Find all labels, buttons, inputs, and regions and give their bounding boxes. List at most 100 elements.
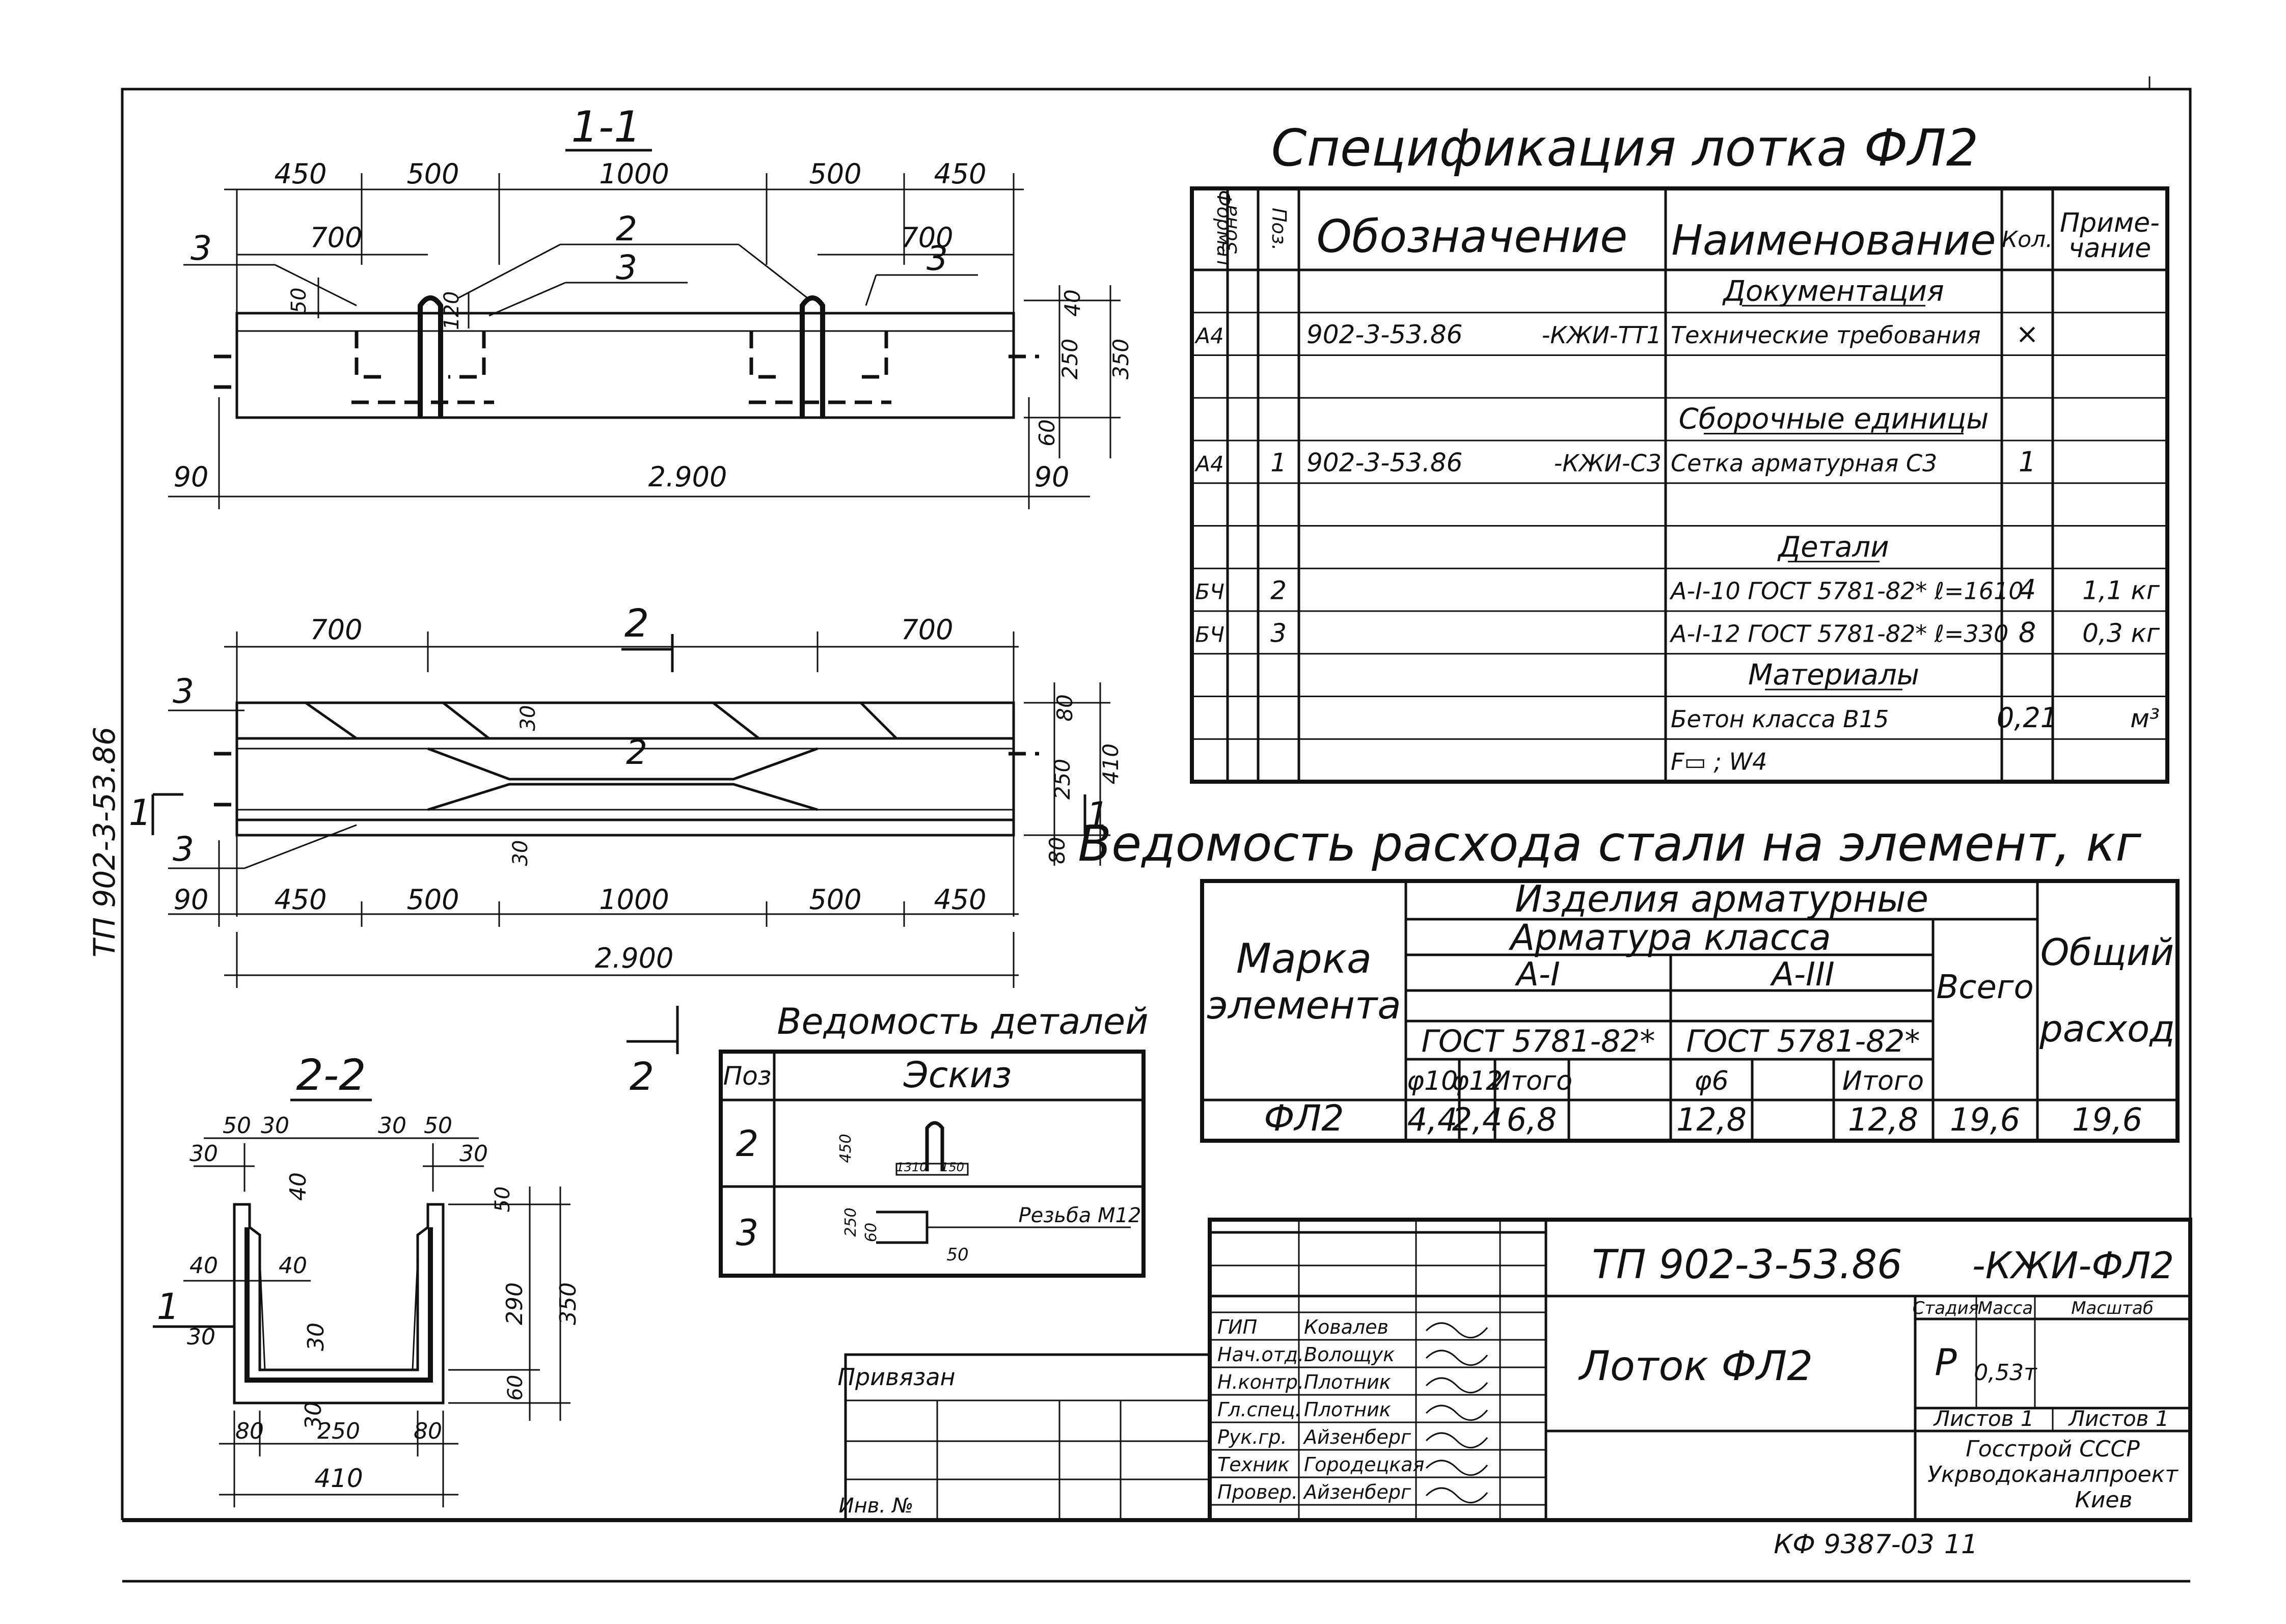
mark-3-center: 3 <box>616 248 637 287</box>
signature-mark <box>1425 1377 1488 1394</box>
spec-h-note-1: Приме- <box>2060 208 2160 238</box>
steel-mark-h1: Марка <box>1236 935 1372 982</box>
tb-sheets: Листов 1 <box>1933 1406 2034 1431</box>
spec-h-pos: Поз. <box>1268 208 1290 251</box>
svg-text:500: 500 <box>809 158 861 190</box>
cut-1-label: 1 <box>129 792 152 834</box>
spec-cell-qty: 1 <box>2019 446 2036 478</box>
spec-h-note-2: чание <box>2069 233 2151 264</box>
signature-mark <box>1425 1487 1488 1504</box>
details-table: Ведомость деталей Поз Эскиз 2 3 450 1310… <box>719 1001 1149 1278</box>
tb-person-role: Рук.гр. <box>1217 1426 1287 1448</box>
plan-right-250: 250 <box>1050 759 1075 800</box>
spec-cell-name: Бетон класса В15 <box>1671 705 1889 733</box>
tb-person-name: Волощук <box>1304 1343 1395 1366</box>
s2-dim-30-side: 30 <box>187 1324 215 1350</box>
steel-mark-h2: элемента <box>1207 982 1401 1028</box>
svg-text:φ10: φ10 <box>1407 1066 1458 1096</box>
s2-mark-1: 1 <box>157 1286 180 1328</box>
steel-overall-h2: расход <box>2039 1007 2175 1050</box>
tb-person-role: Провер. <box>1217 1481 1298 1503</box>
spec-cell-qty: 4 <box>2019 574 2036 606</box>
tb-sheet: Листов 1 <box>2068 1406 2169 1431</box>
cut-2-label: 2 <box>624 600 649 646</box>
spec-cell-name: Технические требования <box>1671 321 1981 349</box>
tb-mass-h: Масса <box>1978 1298 2033 1318</box>
s2-dim-50-top: 50 <box>491 1187 514 1213</box>
spec-cell-pos: 1 <box>1270 448 1287 477</box>
s2-side-30-r: 30 <box>459 1141 488 1167</box>
svg-text:500: 500 <box>809 884 861 916</box>
dim-700-right: 700 <box>901 222 953 254</box>
details-head-pos: Поз <box>723 1061 772 1091</box>
spec-cell-pos: 2 <box>1270 576 1287 605</box>
s2-bottom-410: 410 <box>314 1464 363 1493</box>
sketch3-dim-250: 250 <box>842 1207 860 1236</box>
section-1-1-top-dims: 450 500 1000 500 450 <box>274 158 986 190</box>
right-350: 350 <box>1108 339 1133 379</box>
spec-section-heading: Детали <box>1777 531 1889 564</box>
spec-cell-name: F▭ ; W4 <box>1671 748 1767 776</box>
spec-cell-note: 1,1 кг <box>2082 576 2160 605</box>
tb-mass: 0,53т <box>1974 1360 2037 1386</box>
svg-text:450: 450 <box>934 158 986 190</box>
svg-text:6,8: 6,8 <box>1507 1101 1557 1138</box>
privyazan-label: Привязан <box>837 1363 955 1391</box>
right-60: 60 <box>1035 419 1059 446</box>
spec-cell-pos: 3 <box>1270 618 1287 648</box>
svg-text:1000: 1000 <box>599 884 669 916</box>
cut-1-label-right: 1 <box>1086 794 1109 836</box>
spec-cell-format: БЧ <box>1195 622 1224 647</box>
plan-dim-700-right: 700 <box>901 614 953 646</box>
s2-bottom-250: 250 <box>317 1418 360 1444</box>
spec-h-designation: Обозначение <box>1317 210 1628 263</box>
tb-org-3: Киев <box>2075 1487 2133 1513</box>
sketch3-dim-50: 50 <box>946 1245 968 1265</box>
plan-mark-3-top: 3 <box>173 672 194 711</box>
section-1-1: 1-1 450 500 1000 500 450 700 700 3 2 3 <box>168 102 1133 509</box>
spec-cell-note: м³ <box>2130 704 2160 733</box>
details-pos-2: 2 <box>736 1123 759 1165</box>
title-block-grid <box>1210 1264 1546 1506</box>
spec-cell-code: -КЖИ-С3 <box>1554 449 1662 477</box>
svg-text:19,6: 19,6 <box>1950 1101 2020 1138</box>
svg-text:450: 450 <box>934 884 986 916</box>
tb-org-1: Госстрой СССР <box>1966 1436 2140 1462</box>
steel-gost-1: ГОСТ 5781-82* <box>1422 1024 1655 1059</box>
svg-text:450: 450 <box>274 884 326 916</box>
dim-50: 50 <box>287 288 311 314</box>
s2-bottom-80-r: 80 <box>414 1418 442 1444</box>
tb-stage: Р <box>1935 1341 1957 1384</box>
steel-class-3: А-III <box>1770 956 1835 994</box>
mark-3-right: 3 <box>927 239 948 278</box>
right-250: 250 <box>1057 339 1082 379</box>
steel-cols: φ10 φ12 Итого φ6 Итого <box>1407 1066 1924 1096</box>
plan-mark-2: 2 <box>626 733 647 772</box>
svg-text:12,8: 12,8 <box>1676 1101 1747 1138</box>
sketch2-dim-1310: 1310 <box>896 1160 927 1174</box>
tb-person-name: Городецкая <box>1304 1453 1424 1476</box>
tb-code: ТП 902-3-53.86 <box>1592 1242 1902 1288</box>
spec-cell-format: А4 <box>1194 451 1223 476</box>
section-1-1-title: 1-1 <box>571 102 641 152</box>
tb-person-name: Айзенберг <box>1302 1481 1411 1503</box>
s2-right-60: 60 <box>504 1375 527 1401</box>
plan-view: 700 700 2 2 3 3 30 30 1 1 <box>129 600 1123 1099</box>
inv-label: Инв. № <box>839 1494 914 1518</box>
tb-stage-h: Стадия <box>1913 1298 1979 1318</box>
steel-row: ФЛ2 4,4 2,4 6,8 12,8 12,8 19,6 19,6 <box>1264 1097 2142 1139</box>
spec-cell-designation: 902-3-53.86 <box>1307 448 1462 477</box>
dim-700-left: 700 <box>310 222 362 254</box>
tb-person-name: Плотник <box>1304 1371 1391 1393</box>
signature-mark <box>1425 1460 1488 1476</box>
tb-person-name: Ковалев <box>1304 1316 1389 1338</box>
section-2-2: 2-2 50 30 30 50 30 30 40 50 40 40 1 30 3… <box>153 1050 581 1507</box>
spec-cell-code: -КЖИ-ТТ1 <box>1542 321 1662 349</box>
signature-mark <box>1425 1322 1488 1339</box>
tb-scale-h: Масштаб <box>2071 1298 2154 1318</box>
bottom-90-right: 90 <box>1035 461 1070 493</box>
svg-text:φ6: φ6 <box>1694 1066 1728 1096</box>
svg-text:12,8: 12,8 <box>1848 1101 1918 1138</box>
